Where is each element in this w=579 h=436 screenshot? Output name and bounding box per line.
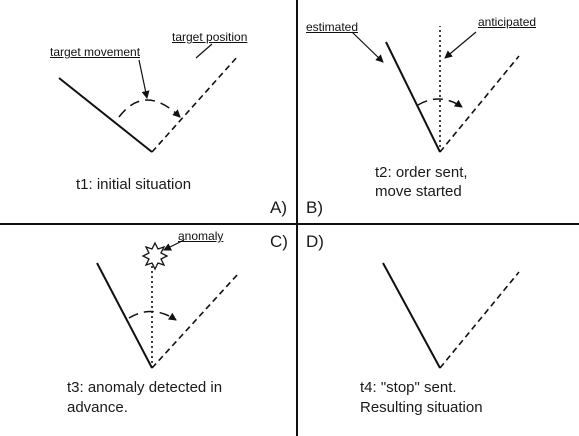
a-movement-leader	[138, 59, 150, 99]
c-caption-line2: advance.	[67, 399, 128, 416]
vertical-divider	[296, 0, 298, 436]
b-label-estimated: estimated	[306, 20, 359, 34]
b-panel-id: B)	[306, 198, 323, 217]
c-label-anomaly: anomaly	[178, 229, 224, 243]
horizontal-divider	[0, 223, 579, 225]
c-movement-arc	[128, 310, 177, 321]
a-label-target-position: target position	[172, 30, 248, 44]
b-estimated-leader	[351, 31, 384, 63]
d-caption-line1: t4: "stop" sent.	[360, 379, 457, 396]
b-caption-line1: t2: order sent,	[375, 164, 468, 181]
c-panel-id: C)	[270, 232, 288, 251]
a-solid-arm	[58, 77, 153, 153]
c-dashed-arm	[151, 273, 239, 369]
a-movement-arc	[118, 99, 181, 118]
a-position-leader	[195, 43, 213, 59]
c-anomaly-leader	[163, 239, 185, 251]
b-anticipated-leader	[444, 31, 477, 59]
c-solid-arm	[96, 262, 153, 369]
b-label-anticipated: anticipated	[478, 15, 537, 29]
b-movement-arc	[417, 98, 463, 108]
a-panel-id: A)	[270, 198, 287, 217]
d-dashed-arm	[439, 271, 520, 369]
a-caption: t1: initial situation	[76, 176, 192, 193]
d-caption-line2: Resulting situation	[360, 399, 483, 416]
b-estimated-arm	[385, 41, 441, 153]
b-caption-line2: move started	[375, 183, 462, 200]
c-anomaly-burst-icon	[141, 241, 169, 271]
a-dashed-arm	[151, 55, 239, 153]
c-caption-line1: t3: anomaly detected in	[67, 379, 223, 396]
d-panel-id: D)	[306, 232, 324, 251]
d-solid-arm	[382, 262, 441, 369]
b-dashed-arm	[439, 55, 520, 153]
a-label-target-movement: target movement	[50, 45, 141, 59]
